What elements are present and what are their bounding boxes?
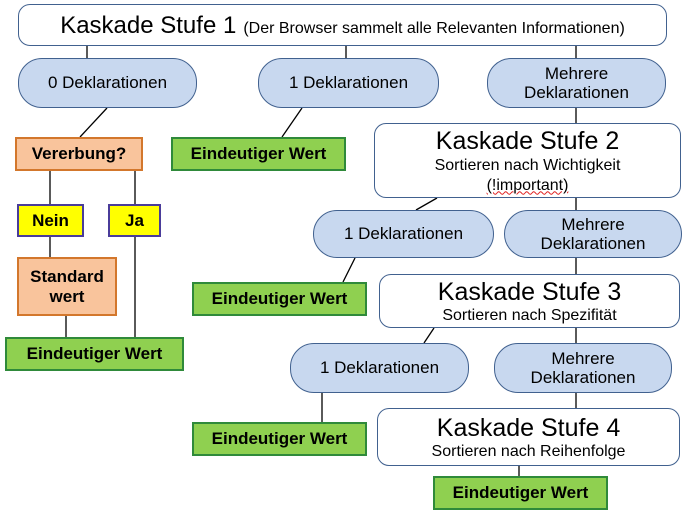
inheritance-default-label: Standard wert xyxy=(30,267,104,306)
stage3-subtitle: Sortieren nach Spezifität xyxy=(442,306,617,324)
level1-one-oval: 1 Deklarationen xyxy=(258,58,439,108)
stage2-subtitle: Sortieren nach Wichtigkeit xyxy=(434,156,621,174)
inheritance-question-label: Vererbung? xyxy=(31,144,127,164)
level3-result-label: Eindeutiger Wert xyxy=(211,429,348,449)
stage1-subtitle: (Der Browser sammelt alle Relevanten Inf… xyxy=(243,20,625,37)
level2-many-oval: Mehrere Deklarationen xyxy=(504,210,682,258)
level3-one-oval: 1 Deklarationen xyxy=(290,343,469,393)
stage2-title: Kaskade Stufe 2 xyxy=(435,126,620,155)
stage2-box: Kaskade Stufe 2 Sortieren nach Wichtigke… xyxy=(374,123,681,198)
level3-one-label: 1 Deklarationen xyxy=(319,358,440,378)
inheritance-no-box: Nein xyxy=(17,204,84,237)
level1-many-label: Mehrere Deklarationen xyxy=(524,63,629,102)
link-level2one-result xyxy=(342,257,356,283)
stage3-title: Kaskade Stufe 3 xyxy=(437,277,622,306)
stage1-box: Kaskade Stufe 1 (Der Browser sammelt all… xyxy=(18,4,667,46)
level2-many-label: Mehrere Deklarationen xyxy=(540,214,646,253)
level2-result-box: Eindeutiger Wert xyxy=(192,282,367,316)
level1-one-label: 1 Deklarationen xyxy=(288,73,409,93)
link-one-result xyxy=(281,107,303,138)
level3-result-box: Eindeutiger Wert xyxy=(192,422,367,456)
inheritance-no-label: Nein xyxy=(32,210,69,230)
level1-zero-label: 0 Deklarationen xyxy=(47,73,168,93)
inheritance-yes-box: Ja xyxy=(108,204,161,237)
final-result-label: Eindeutiger Wert xyxy=(452,483,589,503)
inheritance-yes-label: Ja xyxy=(125,210,144,230)
level2-result-label: Eindeutiger Wert xyxy=(211,289,348,309)
level2-one-oval: 1 Deklarationen xyxy=(313,210,494,258)
link-stage2-one xyxy=(415,197,438,211)
level3-many-label: Mehrere Deklarationen xyxy=(530,348,636,387)
inheritance-result-label: Eindeutiger Wert xyxy=(26,344,163,364)
link-stage3-one xyxy=(423,327,435,344)
level3-many-oval: Mehrere Deklarationen xyxy=(494,343,672,393)
level1-result-label: Eindeutiger Wert xyxy=(190,144,327,164)
stage1-title: Kaskade Stufe 1 xyxy=(60,12,237,39)
level1-zero-oval: 0 Deklarationen xyxy=(18,58,197,108)
level1-many-oval: Mehrere Deklarationen xyxy=(487,58,666,108)
final-result-box: Eindeutiger Wert xyxy=(433,476,608,510)
stage2-note: (!important) xyxy=(486,176,569,194)
stage4-title: Kaskade Stufe 4 xyxy=(436,413,621,442)
inheritance-result-box: Eindeutiger Wert xyxy=(5,337,184,371)
inheritance-question-box: Vererbung? xyxy=(15,137,143,171)
stage4-box: Kaskade Stufe 4 Sortieren nach Reihenfol… xyxy=(377,408,680,466)
level1-result-box: Eindeutiger Wert xyxy=(171,137,346,171)
level2-one-label: 1 Deklarationen xyxy=(343,224,464,244)
link-zero-question xyxy=(79,107,108,138)
stage4-subtitle: Sortieren nach Reihenfolge xyxy=(431,442,626,460)
inheritance-default-box: Standard wert xyxy=(17,257,117,316)
stage3-box: Kaskade Stufe 3 Sortieren nach Spezifitä… xyxy=(379,274,680,328)
